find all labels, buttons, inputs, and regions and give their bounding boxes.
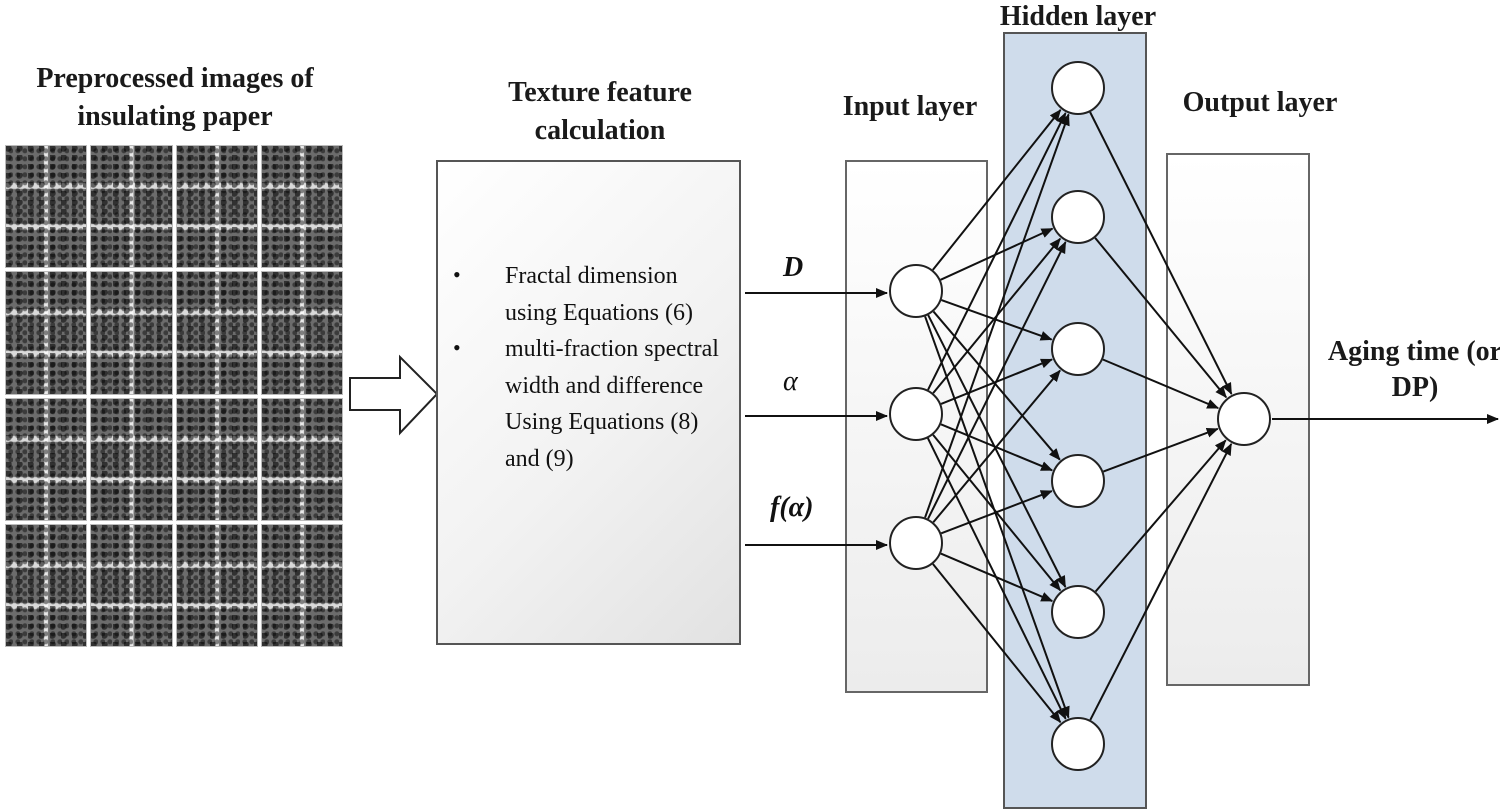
input-hidden-connection <box>927 314 1067 588</box>
hidden-output-connection <box>1102 358 1220 410</box>
hidden-node <box>1051 322 1105 376</box>
paper-image-tile <box>260 523 343 647</box>
hidden-node <box>1051 61 1105 115</box>
input-hidden-connection <box>932 369 1061 523</box>
paper-image-tile <box>175 145 258 269</box>
output-label: Aging time (or DP) <box>1327 336 1500 403</box>
input-hidden-connection <box>924 316 1070 719</box>
input-hidden-connection <box>940 490 1053 535</box>
paper-image-tile <box>175 397 258 521</box>
paper-image-tile <box>260 397 343 521</box>
hidden-output-connection <box>1102 427 1219 473</box>
hollow-arrow <box>349 354 439 436</box>
images-title: Preprocessed images of insulating paper <box>36 63 314 132</box>
paper-image-tile <box>90 397 173 521</box>
paper-image-tile <box>260 145 343 269</box>
paper-image-tile <box>5 271 88 395</box>
paper-image-tile <box>90 145 173 269</box>
hidden-output-connection <box>1094 439 1227 593</box>
input-node <box>889 264 943 318</box>
input-layer-title: Input layer <box>842 91 978 122</box>
paper-image-tile <box>90 271 173 395</box>
bullet-icon: • <box>453 262 461 287</box>
bullet-icon: • <box>453 335 461 360</box>
input-label-f-alpha: f(α) <box>770 492 814 523</box>
paper-image-tile <box>175 523 258 647</box>
input-label-d: D <box>783 252 804 283</box>
paper-image-tile <box>90 523 173 647</box>
input-hidden-connection <box>932 109 1062 271</box>
paper-image-tile <box>260 271 343 395</box>
input-label-alpha: α <box>783 366 798 397</box>
hidden-output-connection <box>1089 111 1233 395</box>
input-hidden-connection <box>940 227 1054 281</box>
input-hidden-connection <box>932 310 1061 461</box>
hidden-output-connection <box>1089 443 1233 721</box>
hidden-node <box>1051 454 1105 508</box>
paper-image-tile <box>175 271 258 395</box>
feature-list: • Fractal dimension using Equations (6) •… <box>453 258 725 477</box>
feature-item-fractal: • Fractal dimension using Equations (6) <box>453 258 725 331</box>
output-node <box>1217 392 1271 446</box>
feature-item-text: multi-fraction spectral width and differ… <box>505 336 719 472</box>
paper-image-tile <box>5 145 88 269</box>
texture-feature-box <box>436 160 741 645</box>
input-hidden-connection <box>927 112 1067 391</box>
input-hidden-connection <box>940 552 1054 602</box>
input-hidden-connection <box>924 113 1070 518</box>
input-hidden-connection <box>927 437 1067 720</box>
paper-image-tile <box>5 397 88 521</box>
insulating-paper-images <box>5 145 343 647</box>
input-hidden-connection <box>932 563 1062 723</box>
feature-item-multifractal: • multi-fraction spectral width and diffe… <box>453 331 725 477</box>
input-node <box>889 387 943 441</box>
hidden-node <box>1051 717 1105 771</box>
input-hidden-connection <box>941 299 1053 341</box>
hidden-node <box>1051 585 1105 639</box>
texture-feature-title: Texture feature calculation <box>508 77 692 146</box>
input-node <box>889 516 943 570</box>
hidden-output-connection <box>1094 237 1227 399</box>
feature-item-text: Fractal dimension using Equations (6) <box>505 263 693 326</box>
hidden-layer-title: Hidden layer <box>999 1 1157 32</box>
output-layer-title: Output layer <box>1182 87 1338 118</box>
hidden-node <box>1051 190 1105 244</box>
input-hidden-connection <box>927 241 1067 520</box>
paper-image-tile <box>5 523 88 647</box>
